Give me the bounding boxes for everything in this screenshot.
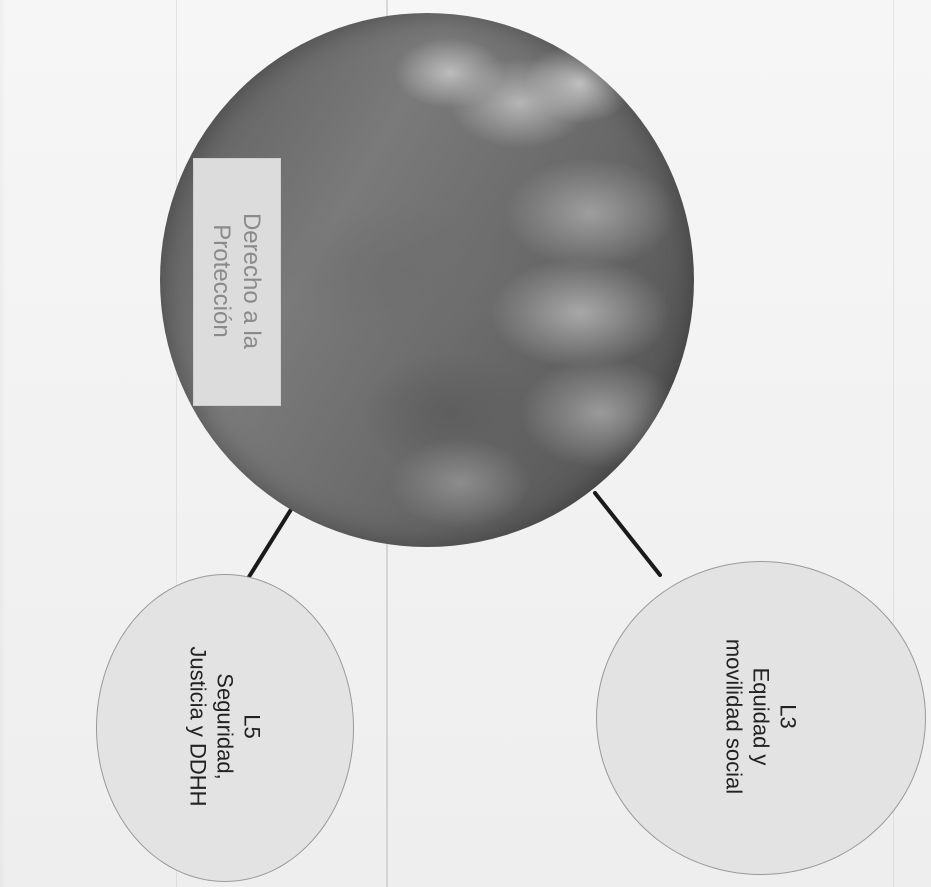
node-line1: Equidad y bbox=[748, 667, 774, 766]
page-crease bbox=[176, 0, 177, 887]
node-l3: L3 Equidad y movilidad social bbox=[596, 561, 926, 875]
connector-to-l5 bbox=[245, 506, 294, 582]
central-label-line2: Protección bbox=[208, 224, 235, 338]
node-l5-text: L5 Seguridad, Justicia y DDHH bbox=[185, 627, 266, 827]
node-line2: movilidad social bbox=[721, 638, 747, 795]
node-line1: Seguridad, bbox=[212, 673, 238, 780]
node-line2: Justicia y DDHH bbox=[185, 646, 211, 807]
connector-to-l3 bbox=[593, 491, 662, 577]
central-label: Derecho a la Protección bbox=[206, 151, 266, 411]
central-label-box bbox=[193, 158, 281, 406]
node-code: L5 bbox=[239, 714, 265, 739]
node-code: L3 bbox=[775, 704, 801, 729]
node-l3-text: L3 Equidad y movilidad social bbox=[721, 617, 802, 817]
central-label-line1: Derecho a la bbox=[238, 212, 265, 350]
node-l5: L5 Seguridad, Justicia y DDHH bbox=[96, 574, 354, 882]
page-crease bbox=[893, 0, 894, 887]
